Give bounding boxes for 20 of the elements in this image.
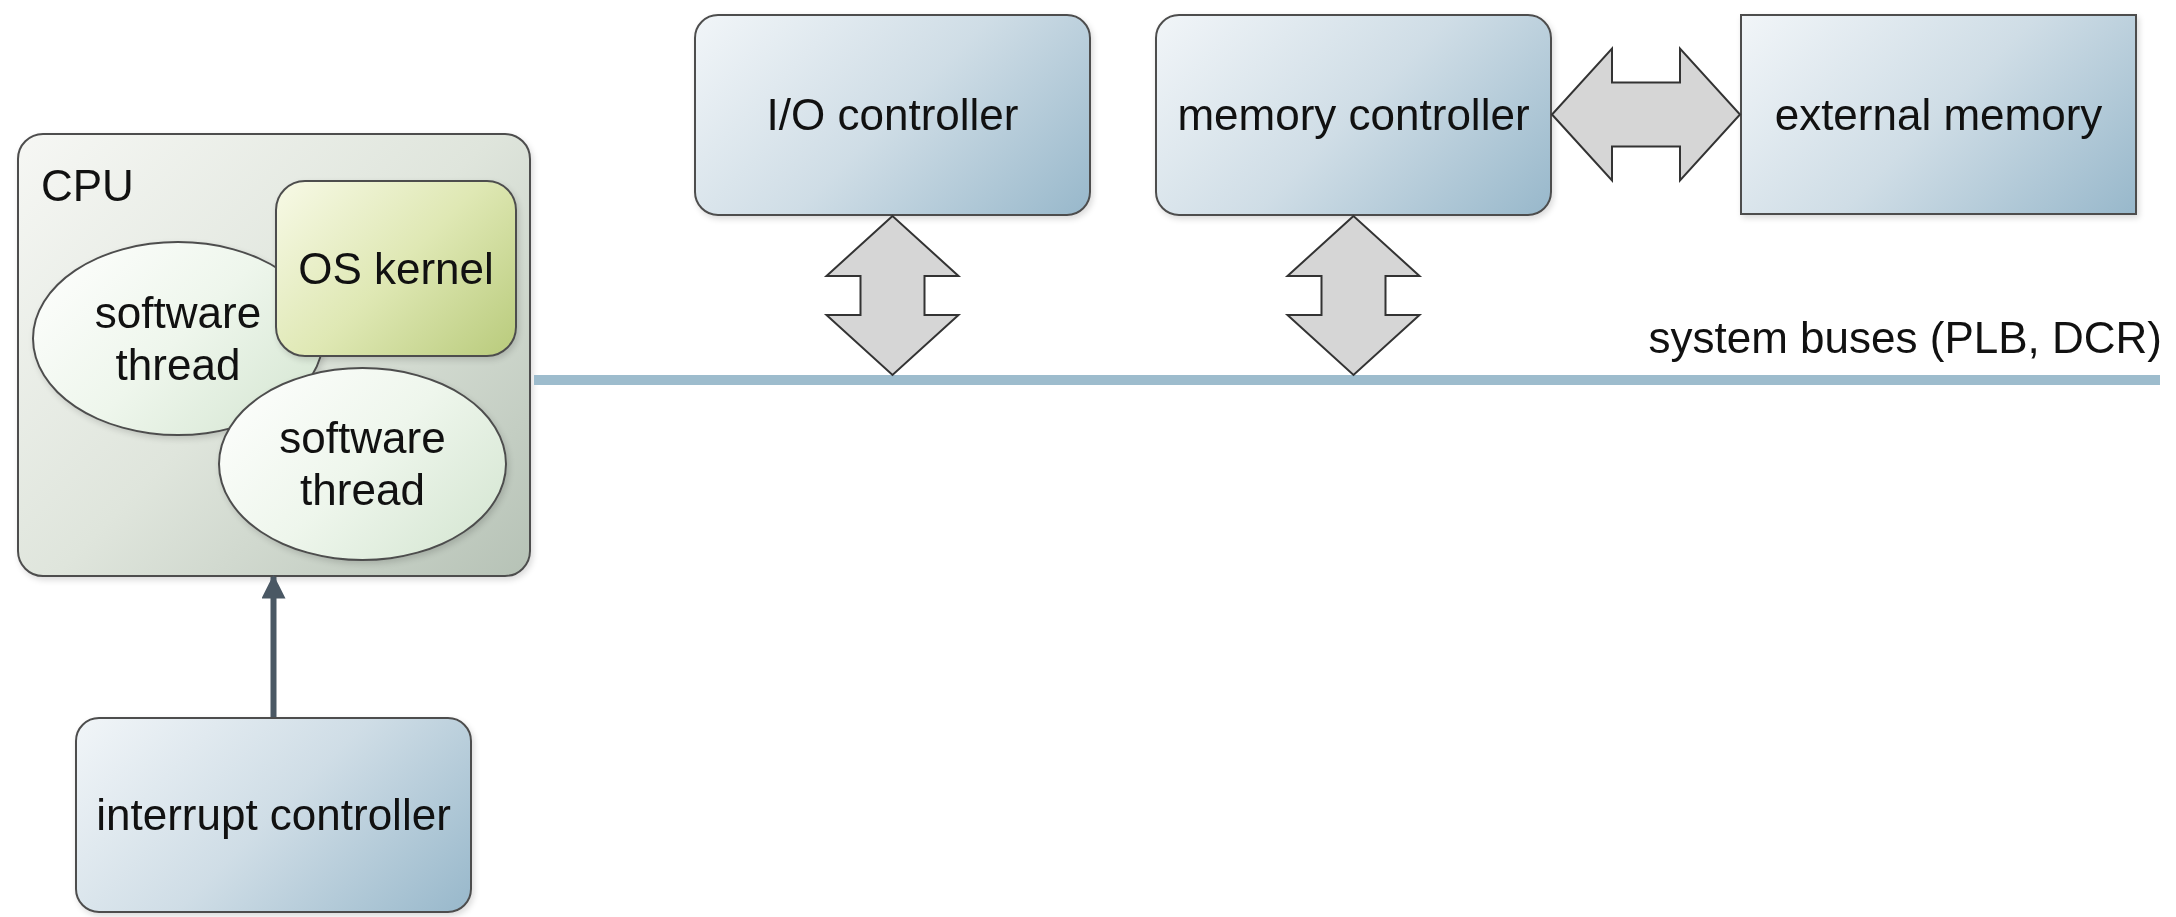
- box-heading: CPU: [41, 161, 134, 211]
- double-block-arrow: [823, 214, 962, 377]
- double-block-arrow: [1550, 45, 1742, 184]
- box-label: OS kernel: [298, 242, 494, 295]
- controller-box: [694, 14, 1091, 216]
- box-label: memory controller: [1177, 89, 1530, 141]
- controller-box: [1155, 14, 1552, 216]
- box-label: I/O controller: [766, 89, 1019, 141]
- cpu-box: [17, 133, 531, 577]
- box-label: interrupt controller: [96, 789, 451, 841]
- memory-box: [1740, 14, 2137, 215]
- bus-label: system buses (PLB, DCR): [1648, 313, 2162, 363]
- arrow: [261, 574, 286, 717]
- kernel-box: [275, 180, 517, 357]
- box-label: software thread: [278, 412, 447, 516]
- box-label: external memory: [1774, 88, 2103, 141]
- box-label: software thread: [93, 286, 263, 391]
- double-block-arrow: [1284, 214, 1423, 377]
- bus-bar: [534, 375, 2160, 385]
- controller-box: [75, 717, 472, 913]
